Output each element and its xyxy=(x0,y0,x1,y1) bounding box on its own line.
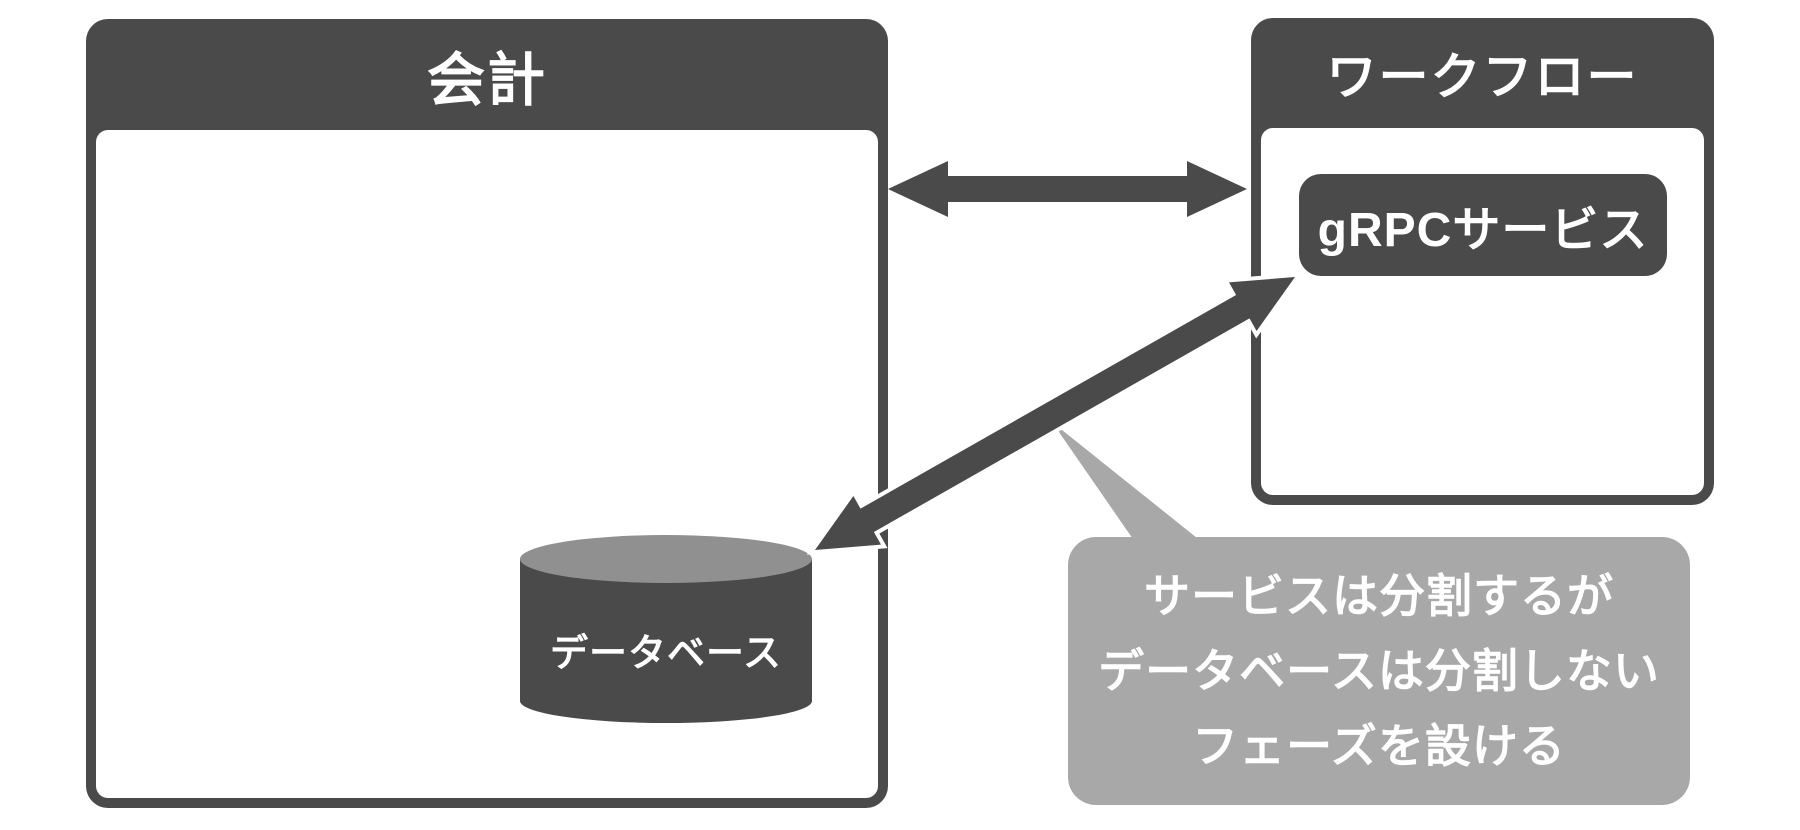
workflow-panel: ワークフロー xyxy=(1251,18,1714,505)
accounting-panel-title: 会計 xyxy=(426,47,547,113)
callout-line-3: フェーズを設ける xyxy=(1192,719,1566,772)
grpc-service-node: gRPCサービス xyxy=(1299,174,1667,276)
callout-line-1: サービスは分割するが xyxy=(1144,569,1614,622)
bidirectional-arrow-diagonal-icon xyxy=(806,272,1304,555)
database-cylinder-icon xyxy=(520,535,812,723)
bidirectional-arrow-horizontal-icon xyxy=(888,161,1247,217)
callout-pointer xyxy=(1052,422,1202,542)
workflow-panel-title: ワークフロー xyxy=(1326,49,1639,105)
database-label: データベース xyxy=(549,633,783,675)
grpc-service-label: gRPCサービス xyxy=(1317,204,1649,257)
callout-note: サービスは分割するが データベースは分割しない フェーズを設ける xyxy=(1068,537,1690,805)
callout-line-2: データベースは分割しない xyxy=(1098,644,1660,697)
